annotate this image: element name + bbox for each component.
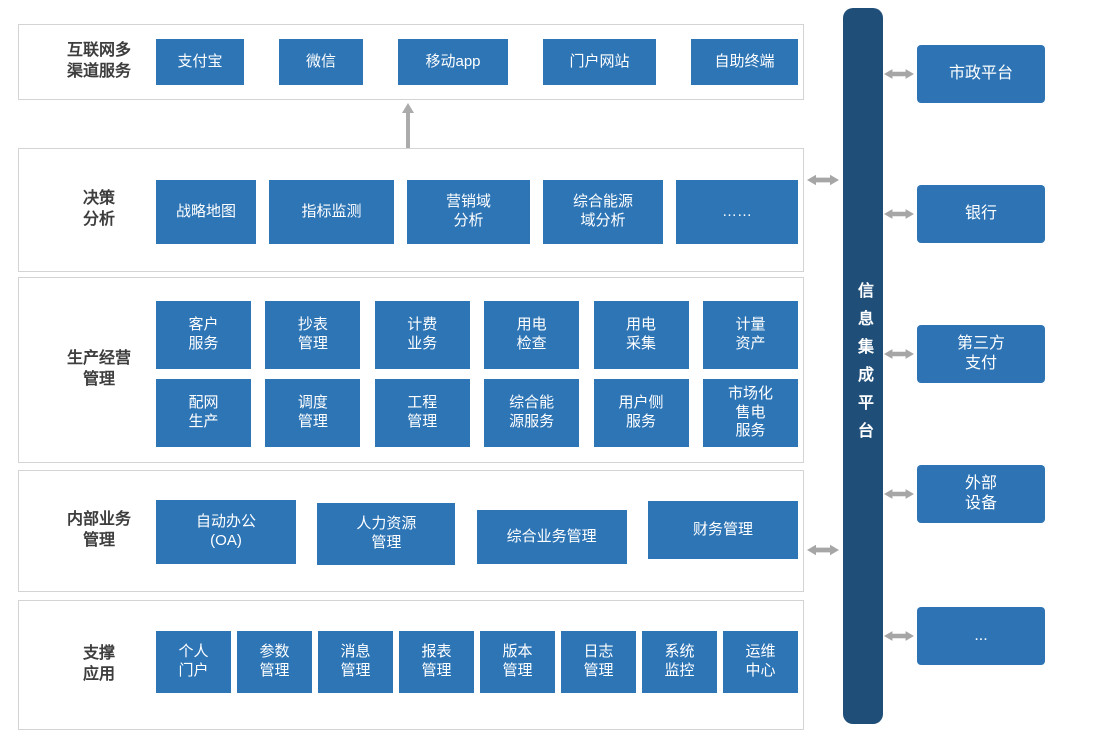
box-operations-center: 运维 中心 [723,631,798,693]
double-arrow-icon [884,631,914,641]
box-dispatch-management: 调度 管理 [265,379,361,447]
box-market-electricity-sales: 市场化 售电 服务 [702,379,798,447]
external-municipal-platform: 市政平台 [917,45,1045,103]
box-alipay: 支付宝 [156,39,244,85]
section-production-management: 生产经营 管理 客户 服务 抄表 管理 计费 业务 用电 检查 用电 采集 计量… [18,277,804,463]
external-more: ... [917,607,1045,665]
box-integrated-energy-analysis: 综合能源 域分析 [543,180,663,244]
box-self-service-terminal: 自助终端 [691,39,798,85]
section-label-production: 生产经营 管理 [66,350,131,388]
box-parameter-management: 参数 管理 [237,631,312,693]
double-arrow-icon [807,174,839,186]
external-third-party-payment: 第三方 支付 [917,325,1045,383]
box-user-side-service: 用户侧 服务 [593,379,689,447]
box-financial-management: 财务管理 [647,501,798,559]
box-personal-portal: 个人 门户 [156,631,231,693]
section-internal-business: 内部业务 管理 自动办公 (OA) 人力资源 管理 综合业务管理 财务管理 [18,470,804,592]
box-mobile-app: 移动app [398,39,508,85]
box-log-management: 日志 管理 [561,631,636,693]
box-strategy-map: 战略地图 [156,180,256,244]
internal-boxes-row: 自动办公 (OA) 人力资源 管理 综合业务管理 财务管理 [156,499,798,565]
box-power-collection: 用电 采集 [593,301,689,369]
box-office-automation: 自动办公 (OA) [156,500,296,564]
support-boxes-row: 个人 门户 参数 管理 消息 管理 报表 管理 版本 管理 日志 管理 系统 监… [156,631,798,693]
box-metering-assets: 计量 资产 [702,301,798,369]
box-system-monitoring: 系统 监控 [642,631,717,693]
box-human-resources: 人力资源 管理 [317,503,456,565]
external-devices: 外部 设备 [917,465,1045,523]
section-support-apps: 支撑 应用 个人 门户 参数 管理 消息 管理 报表 管理 版本 管理 日志 管… [18,600,804,730]
box-marketing-domain-analysis: 营销域 分析 [407,180,530,244]
box-project-management: 工程 管理 [374,379,470,447]
box-ellipsis: …… [676,180,798,244]
double-arrow-icon [884,69,914,79]
section-decision-analysis: 决策 分析 战略地图 指标监测 营销域 分析 综合能源 域分析 …… [18,148,804,272]
section-label-support: 支撑 应用 [82,645,115,683]
box-meter-reading: 抄表 管理 [265,301,361,369]
double-arrow-icon [807,544,839,556]
double-arrow-icon [884,209,914,219]
box-billing: 计费 业务 [374,301,470,369]
box-distribution-production: 配网 生产 [156,379,251,447]
box-customer-service: 客户 服务 [156,301,251,369]
section-label-internal: 内部业务 管理 [66,511,131,549]
section-internet-channels: 互联网多 渠道服务 支付宝 微信 移动app 门户网站 自助终端 [18,24,804,100]
section-label-decision: 决策 分析 [82,190,115,228]
double-arrow-icon [884,489,914,499]
box-message-management: 消息 管理 [318,631,393,693]
box-report-management: 报表 管理 [399,631,474,693]
double-arrow-icon [884,349,914,359]
box-comprehensive-business: 综合业务管理 [476,510,627,564]
box-power-inspection: 用电 检查 [484,301,580,369]
integration-platform-bar: 信息集成平台 [843,8,883,724]
box-portal-website: 门户网站 [543,39,656,85]
production-boxes-row1: 客户 服务 抄表 管理 计费 业务 用电 检查 用电 采集 计量 资产 [156,301,798,369]
box-integrated-energy-service: 综合能 源服务 [484,379,580,447]
up-arrow-icon [402,103,414,148]
box-wechat: 微信 [279,39,363,85]
box-version-management: 版本 管理 [480,631,555,693]
production-boxes-row2: 配网 生产 调度 管理 工程 管理 综合能 源服务 用户侧 服务 市场化 售电 … [156,379,798,447]
external-bank: 银行 [917,185,1045,243]
box-indicator-monitoring: 指标监测 [269,180,394,244]
decision-boxes-row: 战略地图 指标监测 营销域 分析 综合能源 域分析 …… [156,180,798,244]
section-label-internet: 互联网多 渠道服务 [66,42,131,80]
internet-boxes-row: 支付宝 微信 移动app 门户网站 自助终端 [156,39,798,85]
